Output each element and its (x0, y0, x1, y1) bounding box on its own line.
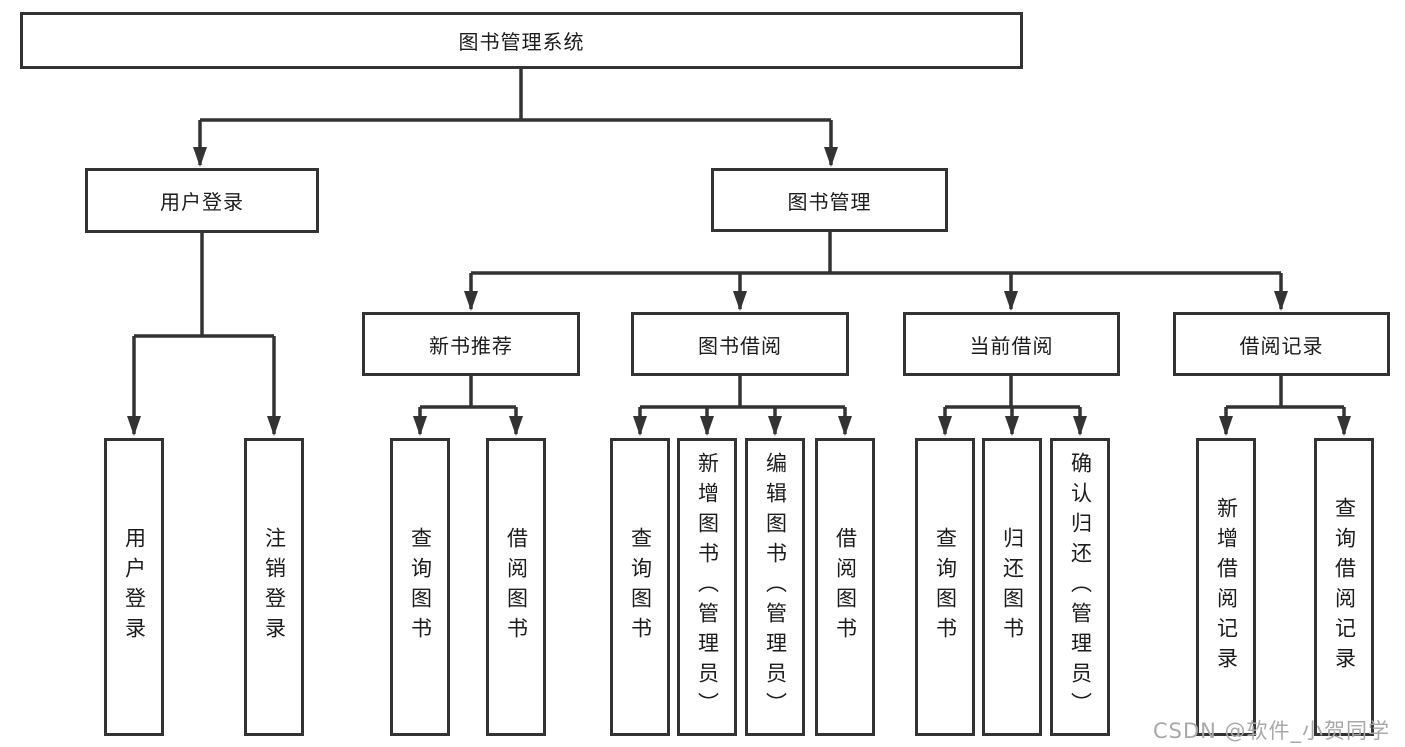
leaf-query-borrow-record: 查询借阅记录 (1314, 438, 1374, 736)
leaf-label: 确认归还（管理员） (1068, 452, 1093, 722)
leaf-label: 借阅图书 (504, 527, 529, 647)
edge-record-junction (1226, 376, 1344, 409)
node-label: 用户登录 (160, 190, 244, 214)
leaf-query-books-recommend: 查询图书 (390, 438, 450, 736)
node-user-login-branch: 用户登录 (85, 168, 319, 233)
node-book-management-branch: 图书管理 (711, 168, 948, 232)
leaf-add-books-admin: 新增图书（管理员） (677, 438, 737, 736)
leaf-label: 新增借阅记录 (1214, 497, 1239, 677)
node-label: 当前借阅 (969, 333, 1054, 358)
node-library-management-system: 图书管理系统 (20, 12, 1023, 69)
edge-borrow-junction (640, 376, 845, 409)
edge-user-junction (134, 233, 274, 338)
leaf-label: 查询借阅记录 (1332, 497, 1357, 677)
leaf-add-borrow-record: 新增借阅记录 (1196, 438, 1256, 736)
node-label: 图书管理 (787, 189, 872, 214)
leaf-edit-books-admin: 编辑图书（管理员） (745, 438, 805, 736)
edge-root-junction (200, 69, 831, 122)
edge-current-junction (945, 376, 1080, 409)
leaf-label: 用户登录 (122, 527, 147, 647)
leaf-query-books-current: 查询图书 (915, 438, 975, 736)
leaf-borrow-books: 借阅图书 (815, 438, 875, 736)
leaf-label: 查询图书 (408, 527, 433, 647)
leaf-borrow-books-recommend: 借阅图书 (486, 438, 546, 736)
node-new-book-recommend: 新书推荐 (362, 312, 580, 376)
leaf-label: 借阅图书 (833, 527, 858, 647)
leaf-label: 编辑图书（管理员） (763, 452, 788, 722)
csdn-watermark: CSDN @软件_小贺同学 (1153, 719, 1391, 743)
leaf-return-books: 归还图书 (982, 438, 1042, 736)
leaf-logout: 注销登录 (244, 438, 304, 736)
leaf-confirm-return-admin: 确认归还（管理员） (1050, 438, 1110, 736)
node-current-borrowing: 当前借阅 (903, 312, 1120, 376)
leaf-user-login: 用户登录 (104, 438, 164, 736)
node-label: 图书管理系统 (458, 30, 585, 54)
node-label: 借阅记录 (1239, 333, 1324, 358)
leaf-label: 归还图书 (1000, 527, 1025, 647)
edge-book-junction (471, 232, 1281, 275)
edge-newrec-junction (420, 376, 516, 409)
node-label: 新书推荐 (429, 333, 513, 358)
leaf-label: 查询图书 (628, 527, 653, 647)
leaf-label: 查询图书 (933, 527, 958, 647)
node-borrowing-records: 借阅记录 (1173, 312, 1390, 376)
node-label: 图书借阅 (698, 333, 782, 358)
node-book-borrowing: 图书借阅 (631, 312, 849, 376)
leaf-query-books-borrowing: 查询图书 (610, 438, 670, 736)
leaf-label: 注销登录 (262, 527, 287, 647)
leaf-label: 新增图书（管理员） (695, 452, 720, 722)
